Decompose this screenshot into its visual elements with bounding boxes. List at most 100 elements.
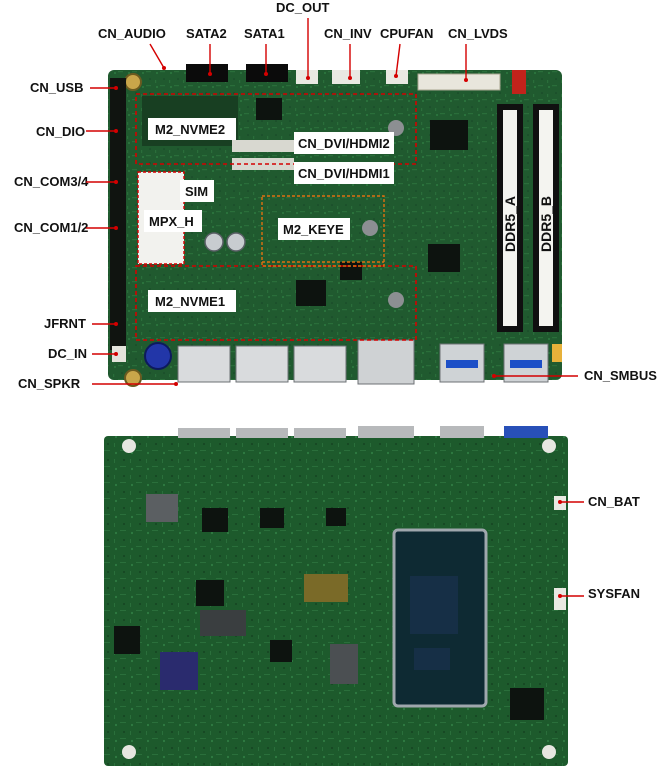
capacitor-1 <box>204 232 224 252</box>
bottom-edge-conn-3 <box>294 428 346 438</box>
rj45-port-3 <box>293 345 347 383</box>
chip-c <box>428 244 460 272</box>
leader-dot-sysfan <box>558 594 562 598</box>
leader-dot-cn-com12 <box>114 226 118 230</box>
label-ddr5-b: DDR5_B <box>538 196 554 252</box>
sata2-connector <box>186 64 228 82</box>
label-cn-spkr: CN_SPKR <box>18 376 81 391</box>
leader-dot-cn-spkr <box>174 382 178 386</box>
label-cn-audio: CN_AUDIO <box>98 26 166 41</box>
cpu-die-1 <box>410 576 458 634</box>
ddr5-b-slot-inner <box>539 110 553 326</box>
leader-dot-jfrnt <box>114 322 118 326</box>
cn-inv-connector <box>332 70 360 84</box>
label-box-m2-keye <box>278 218 350 240</box>
bottom-external-labels: CN_BAT SYSFAN <box>558 494 640 601</box>
hdmi1-connector <box>232 158 294 170</box>
leader-dot-cn-smbus <box>492 374 496 378</box>
label-box-m2-nvme2 <box>148 118 236 140</box>
bottom-chip-6 <box>200 610 246 636</box>
bottom-mount-hole-3 <box>122 745 136 759</box>
keye-region-outline <box>261 195 385 267</box>
heat-post-2 <box>362 220 378 236</box>
leader-dot-sata1 <box>264 72 268 76</box>
bottom-edge-conn-2 <box>236 428 288 438</box>
label-dc-in: DC_IN <box>48 346 87 361</box>
bottom-mount-hole-1 <box>122 439 136 453</box>
mount-hole-tl <box>124 73 142 91</box>
bottom-chip-1 <box>146 494 178 522</box>
bottom-chip-11 <box>114 626 140 654</box>
label-mpx-h: MPX_H <box>149 214 194 229</box>
bottom-edge-conn-1 <box>178 428 230 438</box>
top-right-jumper <box>512 70 526 94</box>
label-cn-bat: CN_BAT <box>588 494 640 509</box>
hdmi2-connector <box>232 140 294 152</box>
leader-dot-cpufan <box>394 74 398 78</box>
bottom-mount-hole-2 <box>542 439 556 453</box>
bottom-chip-3 <box>260 508 284 528</box>
top-external-labels: DC_OUT CN_AUDIO SATA2 SATA1 CN_INV CPUFA… <box>14 0 657 391</box>
heat-post-3 <box>388 292 404 308</box>
leader-dot-cn-audio <box>162 66 166 70</box>
bottom-board <box>104 426 568 766</box>
cn-lvds-connector <box>417 73 501 91</box>
bottom-chip-7 <box>160 652 198 690</box>
ddr5-a-slot-inner <box>503 110 517 326</box>
bottom-edge-conn-6 <box>504 426 548 438</box>
label-cn-smbus: CN_SMBUS <box>584 368 657 383</box>
label-cpufan: CPUFAN <box>380 26 433 41</box>
label-sim: SIM <box>185 184 208 199</box>
leader-dot-dc-out <box>306 76 310 80</box>
dc-in-jack <box>112 346 126 362</box>
label-cn-dio: CN_DIO <box>36 124 85 139</box>
label-sysfan: SYSFAN <box>588 586 640 601</box>
label-box-mpx-h <box>144 210 202 232</box>
cn-smbus-header <box>552 344 562 362</box>
leader-dot-cn-usb <box>114 86 118 90</box>
capacitor-3 <box>144 342 172 370</box>
label-box-cn-dvi-hdmi1 <box>294 162 394 184</box>
chip-b <box>430 120 468 150</box>
usb-stack-2-blue <box>510 360 542 368</box>
leader-dot-cn-com34 <box>114 180 118 184</box>
usb-stack-1-blue <box>446 360 478 368</box>
leader-dot-cn-dio <box>114 129 118 133</box>
rj45-port-1 <box>177 345 231 383</box>
bottom-chip-5 <box>196 580 224 606</box>
cpu-die-2 <box>414 648 450 670</box>
bottom-edge-conn-4 <box>358 426 414 438</box>
vga-dp-port <box>357 339 415 385</box>
leader-dot-cn-inv <box>348 76 352 80</box>
label-m2-nvme2: M2_NVME2 <box>155 122 225 137</box>
label-cn-usb: CN_USB <box>30 80 83 95</box>
left-header-strip <box>110 78 126 350</box>
mount-hole-bl <box>124 369 142 387</box>
top-internal-labels: M2_NVME2 CN_DVI/HDMI2 CN_DVI/HDMI1 SIM M… <box>144 118 554 312</box>
label-cn-lvds: CN_LVDS <box>448 26 508 41</box>
leader-cn-audio <box>149 43 165 69</box>
label-cn-com34: CN_COM3/4 <box>14 174 89 189</box>
chip-d <box>296 280 326 306</box>
label-m2-keye: M2_KEYE <box>283 222 344 237</box>
bottom-chip-9 <box>330 644 358 684</box>
label-sata1: SATA1 <box>244 26 285 41</box>
capacitor-2 <box>226 232 246 252</box>
chip-a <box>256 98 282 120</box>
bottom-edge-conn-5 <box>440 426 484 438</box>
label-dc-out: DC_OUT <box>276 0 330 15</box>
bottom-chip-8 <box>270 640 292 662</box>
leader-dot-dc-in <box>114 352 118 356</box>
leader-dot-sata2 <box>208 72 212 76</box>
bottom-mount-hole-4 <box>542 745 556 759</box>
label-box-cn-dvi-hdmi2 <box>294 132 394 154</box>
label-box-sim <box>180 180 214 202</box>
label-cn-com12: CN_COM1/2 <box>14 220 88 235</box>
label-box-m2-nvme1 <box>148 290 236 312</box>
bottom-chip-10 <box>510 688 544 720</box>
label-cn-dvi-hdmi2: CN_DVI/HDMI2 <box>298 136 390 151</box>
label-m2-nvme1: M2_NVME1 <box>155 294 225 309</box>
leader-dot-cn-bat <box>558 500 562 504</box>
rj45-port-2 <box>235 345 289 383</box>
